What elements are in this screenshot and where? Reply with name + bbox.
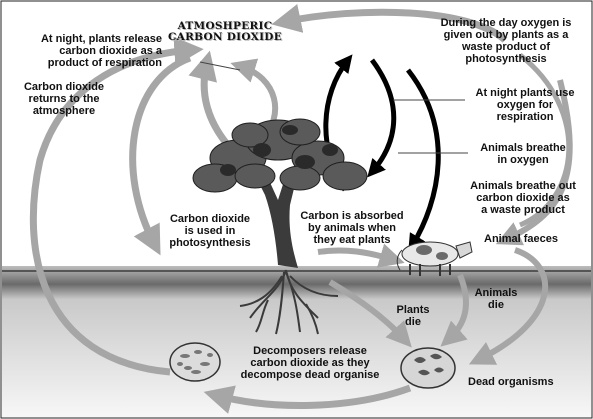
label-co2-returns: Carbon dioxide returns to the atmosphere bbox=[12, 81, 116, 117]
arrow-night-release bbox=[204, 62, 232, 150]
label-night-use: At night plants use oxygen for respirati… bbox=[462, 87, 588, 123]
label-decomposers: Decomposers release carbon dioxide as th… bbox=[226, 345, 394, 381]
label-animal-faeces: Animal faeces bbox=[484, 233, 558, 245]
label-dead-organisms: Dead organisms bbox=[468, 376, 554, 388]
arrow-animals-breathe-oxygen bbox=[408, 70, 438, 246]
label-day-oxygen: During the day oxygen is given out by pl… bbox=[425, 17, 587, 65]
label-animals-breathe-in: Animals breathe in oxygen bbox=[468, 142, 578, 166]
label-night-release: At night, plants release carbon dioxide … bbox=[6, 33, 162, 69]
label-animals-die: Animals die bbox=[470, 287, 522, 311]
label-carbon-absorbed: Carbon is absorbed by animals when they … bbox=[292, 210, 412, 246]
arrow-oxygen-night bbox=[372, 60, 394, 172]
decomposer-dish bbox=[170, 343, 220, 381]
arrow-plants-to-animal bbox=[318, 250, 395, 260]
label-co2-photosynthesis: Carbon dioxide is used in photosynthesis bbox=[160, 213, 260, 249]
dead-organisms-dish bbox=[401, 348, 455, 388]
title-atmospheric-co2: ATMOSHPERIC CARBON DIOXIDE bbox=[165, 21, 285, 43]
label-plants-die: Plants die bbox=[388, 304, 438, 328]
label-animals-breathe-out: Animals breathe out carbon dioxide as a … bbox=[457, 180, 589, 216]
